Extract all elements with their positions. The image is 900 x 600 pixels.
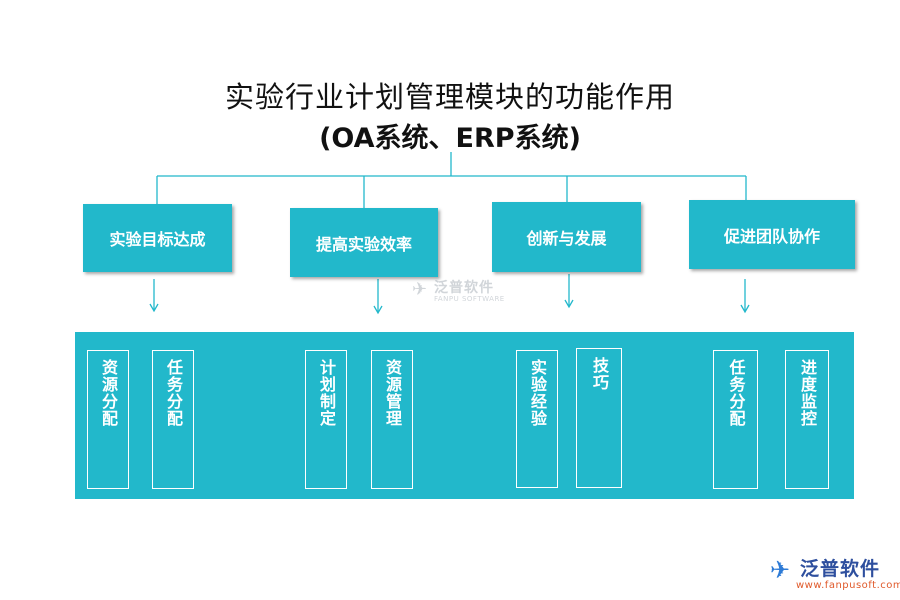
- fanpu-logo-icon: ✈: [412, 279, 428, 300]
- module-label: 提高实验效率: [315, 234, 412, 254]
- sub-item-label: 资源管理: [383, 359, 402, 427]
- module-box-1: 实验目标达成: [83, 204, 232, 272]
- diagram-subtitle: (OA系统、ERP系统): [319, 123, 581, 154]
- sub-item-box: 任务分配: [713, 350, 758, 489]
- watermark-center-en: FANPU SOFTWARE: [434, 295, 505, 303]
- sub-item-label: 资源分配: [99, 359, 118, 427]
- module-box-2: 提高实验效率: [290, 208, 438, 277]
- down-arrow-icon: [564, 274, 574, 309]
- watermark-corner-url: www.fanpusoft.com: [796, 580, 900, 591]
- module-label: 促进团队协作: [723, 226, 820, 246]
- sub-item-label: 任务分配: [726, 359, 746, 427]
- diagram-title: 实验行业计划管理模块的功能作用: [224, 80, 675, 114]
- watermark-corner-text: 泛普软件: [800, 558, 881, 580]
- sub-item-box: 资源管理: [371, 350, 413, 489]
- sub-item-box: 计划制定: [305, 350, 347, 489]
- sub-item-box: 进度监控: [785, 350, 829, 489]
- fanpu-logo-icon: ✈: [770, 556, 791, 584]
- down-arrow-icon: [149, 279, 159, 313]
- sub-item-label: 计划制定: [317, 359, 336, 427]
- sub-item-box: 实验经验: [516, 350, 558, 488]
- sub-items-band: [75, 332, 854, 499]
- down-arrow-icon: [740, 279, 750, 314]
- watermark-center: ✈ 泛普软件 FANPU SOFTWARE: [412, 277, 512, 307]
- sub-item-label: 技巧: [590, 357, 609, 391]
- sub-item-box: 技巧: [576, 348, 622, 488]
- watermark-center-text: 泛普软件: [434, 280, 494, 296]
- sub-item-box: 资源分配: [87, 350, 129, 489]
- sub-item-label: 任务分配: [164, 359, 183, 427]
- watermark-corner: ✈ 泛普软件 www.fanpusoft.com: [768, 552, 900, 596]
- module-box-4: 促进团队协作: [689, 200, 855, 269]
- down-arrow-icon: [373, 279, 383, 315]
- module-label: 创新与发展: [526, 229, 607, 248]
- module-box-3: 创新与发展: [492, 202, 641, 272]
- module-label: 实验目标达成: [109, 230, 206, 249]
- sub-item-box: 任务分配: [152, 350, 194, 489]
- sub-item-label: 实验经验: [528, 359, 547, 427]
- sub-item-label: 进度监控: [798, 359, 817, 427]
